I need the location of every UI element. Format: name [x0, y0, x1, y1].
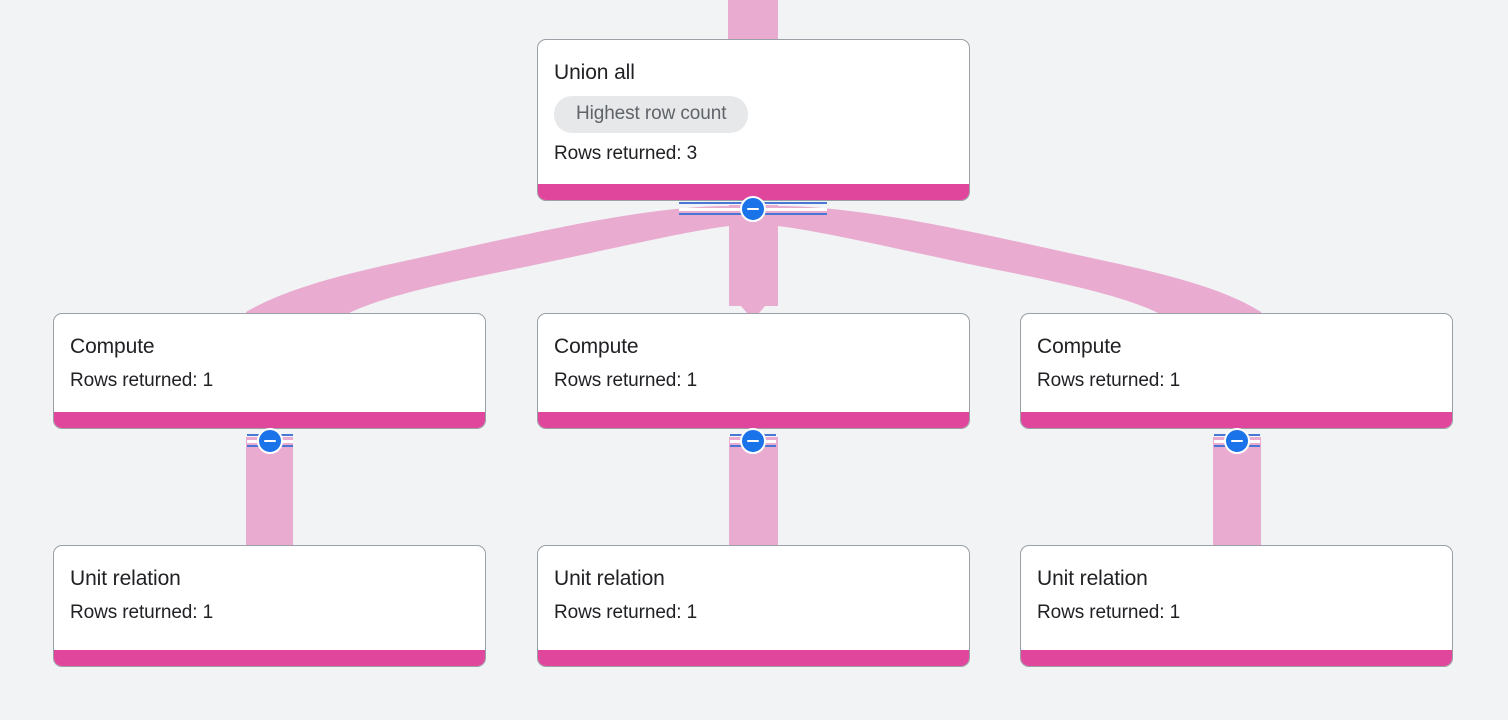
node-unit-relation-right-body: Unit relation Rows returned: 1 [1021, 546, 1452, 631]
node-rows-returned: Rows returned: 1 [70, 370, 214, 391]
node-title: Compute [554, 335, 639, 358]
node-union-all-body: Union all Highest row count Rows returne… [538, 40, 969, 172]
node-accent-bar [538, 650, 969, 666]
node-unit-relation-left[interactable]: Unit relation Rows returned: 1 [53, 545, 486, 667]
minus-circle-icon[interactable] [740, 428, 766, 454]
node-title: Unit relation [554, 567, 665, 590]
edge-union-to-compute-center [729, 205, 778, 320]
node-unit-relation-right[interactable]: Unit relation Rows returned: 1 [1020, 545, 1453, 667]
node-rows-returned: Rows returned: 1 [1037, 370, 1181, 391]
node-compute-center[interactable]: Compute Rows returned: 1 [537, 313, 970, 429]
node-accent-bar [1021, 650, 1452, 666]
node-unit-relation-center[interactable]: Unit relation Rows returned: 1 [537, 545, 970, 667]
minus-circle-icon[interactable] [740, 196, 766, 222]
node-title: Union all [554, 61, 635, 84]
node-rows-returned: Rows returned: 1 [1037, 602, 1181, 623]
node-rows-returned: Rows returned: 1 [554, 602, 698, 623]
node-accent-bar [538, 412, 969, 428]
node-title: Compute [1037, 335, 1122, 358]
node-title: Compute [70, 335, 155, 358]
node-unit-relation-left-body: Unit relation Rows returned: 1 [54, 546, 485, 631]
node-union-all[interactable]: Union all Highest row count Rows returne… [537, 39, 970, 201]
node-compute-right-body: Compute Rows returned: 1 [1021, 314, 1452, 399]
minus-circle-icon[interactable] [257, 428, 283, 454]
node-rows-returned: Rows returned: 1 [70, 602, 214, 623]
minus-circle-icon[interactable] [1224, 428, 1250, 454]
node-accent-bar [54, 412, 485, 428]
node-title: Unit relation [70, 567, 181, 590]
node-accent-bar [1021, 412, 1452, 428]
node-compute-right[interactable]: Compute Rows returned: 1 [1020, 313, 1453, 429]
node-title: Unit relation [1037, 567, 1148, 590]
status-badge: Highest row count [554, 96, 749, 133]
node-accent-bar [54, 650, 485, 666]
node-rows-returned: Rows returned: 1 [554, 370, 698, 391]
node-rows-returned: Rows returned: 3 [554, 143, 698, 164]
edge-incoming-top [728, 0, 778, 40]
node-compute-left-body: Compute Rows returned: 1 [54, 314, 485, 399]
node-unit-relation-center-body: Unit relation Rows returned: 1 [538, 546, 969, 631]
node-compute-left[interactable]: Compute Rows returned: 1 [53, 313, 486, 429]
node-compute-center-body: Compute Rows returned: 1 [538, 314, 969, 399]
node-accent-bar [538, 184, 969, 200]
